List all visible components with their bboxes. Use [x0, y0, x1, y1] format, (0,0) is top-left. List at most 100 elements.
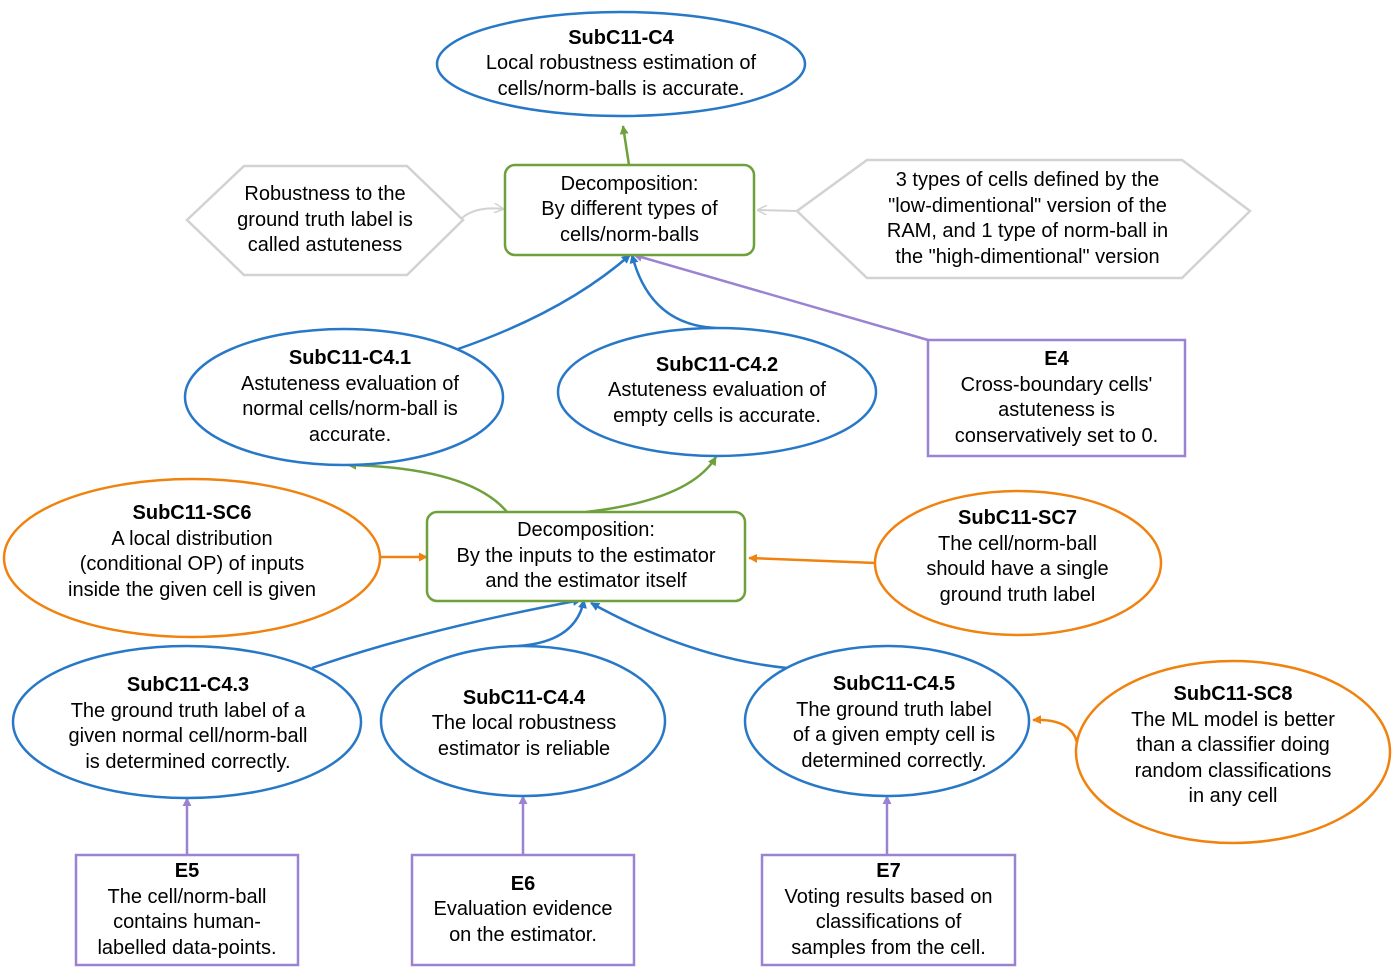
- assumption-a1-text-3: called astuteness: [247, 234, 403, 257]
- context-sc6: SubC11-SC6 A local distribution (conditi…: [20, 500, 364, 604]
- claim-c4-shape: [435, 10, 807, 118]
- assumption-a2-text-3: RAM, and 1 type of norm-ball in: [886, 220, 1169, 242]
- claim-c43-text-1: The ground truth label of a: [70, 699, 306, 722]
- claim-c41: SubC11-C4.1 Astuteness evaluation of nor…: [185, 334, 515, 460]
- edge-s1-c4: [619, 125, 631, 166]
- evidence-e7-text-2: classifications of: [815, 911, 962, 933]
- claim-c42-text-1: Astuteness evaluation of: [608, 379, 826, 402]
- context-sc8-shape: [1074, 659, 1392, 845]
- edge-c45-s2: [590, 601, 788, 670]
- assumption-a2: 3 types of cells defined by the "low-dim…: [850, 160, 1205, 278]
- assumption-a1-shape: [185, 164, 465, 277]
- claim-c45-text-1: The ground truth label: [796, 698, 992, 721]
- evidence-e7: E7 Voting results based on classificatio…: [762, 858, 1015, 962]
- evidence-e5-text-1: The cell/norm-ball: [107, 885, 267, 908]
- evidence-e7-shape: [760, 853, 1017, 967]
- context-sc6-title: SubC11-SC6: [132, 502, 252, 524]
- strategy-s2-shape: [425, 510, 747, 603]
- context-sc6-shape: [2, 477, 382, 639]
- strategy-s1-shape: [503, 163, 756, 257]
- strategy-s1: Decomposition: By different types of cel…: [505, 165, 754, 255]
- evidence-e6-text-2: on the estimator.: [449, 923, 597, 946]
- strategy-s1-text-3: cells/norm-balls: [560, 223, 699, 246]
- claim-c41-shape: [183, 327, 505, 467]
- assumption-a1-text-2: ground truth label is: [237, 208, 413, 231]
- claim-c44-text-1: The local robustness: [431, 712, 617, 735]
- claim-c41-title: SubC11-C4.1: [288, 347, 412, 369]
- evidence-e5-shape: [74, 853, 300, 967]
- claim-c45-text-2: of a given empty cell is: [792, 724, 996, 746]
- context-sc7-text-1: The cell/norm-ball: [938, 532, 1097, 555]
- edge-s2-c41: [347, 460, 508, 513]
- context-sc8-text-4: in any cell: [1188, 785, 1278, 808]
- claim-c42-text-2: empty cells is accurate.: [613, 404, 821, 427]
- claim-c43-title: SubC11-C4.3: [126, 674, 250, 696]
- claim-c41-text-1: Astuteness evaluation of: [241, 372, 459, 395]
- claim-c41-text-3: accurate.: [308, 423, 392, 446]
- edge-s2-c42: [585, 456, 718, 514]
- evidence-e5-text-2: contains human-: [113, 911, 261, 933]
- claim-c43-text-3: is determined correctly.: [85, 750, 291, 773]
- evidence-e7-text-3: samples from the cell.: [791, 936, 986, 959]
- claim-c45-title: SubC11-C4.5: [832, 673, 956, 695]
- context-sc7-text-3: ground truth label: [939, 583, 1096, 606]
- claim-c44-shape: [379, 644, 667, 798]
- edge-sc8-c45: [1032, 715, 1080, 753]
- evidence-e4-text-2: astuteness is: [998, 399, 1115, 421]
- claim-c4-title: SubC11-C4: [568, 26, 674, 49]
- strategy-s1-text-1: Decomposition:: [560, 172, 699, 195]
- edge-sc7-s2: [748, 553, 877, 565]
- claim-c4: SubC11-C4 Local robustness estimation of…: [437, 12, 805, 116]
- claim-c45: SubC11-C4.5 The ground truth label of a …: [758, 671, 1030, 775]
- context-sc7-text-2: should have a single: [926, 558, 1109, 580]
- strategy-s2-text-1: Decomposition:: [517, 519, 655, 542]
- context-sc8-text-1: The ML model is better: [1131, 708, 1335, 731]
- edge-a2-s1: [758, 210, 799, 211]
- evidence-e7-text-1: Voting results based on: [784, 885, 993, 908]
- assumption-a2-text-4: the "high-dimentional" version: [895, 245, 1160, 268]
- claim-c4-text-2: cells/norm-balls is accurate.: [497, 77, 745, 100]
- strategy-s2-text-2: By the inputs to the estimator: [456, 544, 716, 567]
- assumption-a2-text-1: 3 types of cells defined by the: [895, 169, 1160, 191]
- edge-e4-s1: [633, 252, 929, 342]
- claim-c43: SubC11-C4.3 The ground truth label of a …: [20, 672, 356, 776]
- claim-c44: SubC11-C4.4 The local robustness estimat…: [395, 684, 653, 764]
- evidence-e6-text-1: Evaluation evidence: [433, 898, 613, 921]
- claim-c44-title: SubC11-C4.4: [462, 686, 586, 709]
- context-sc6-text-2: (conditional OP) of inputs: [79, 553, 305, 575]
- evidence-e4-text-3: conservatively set to 0.: [954, 424, 1159, 447]
- assumption-a2-shape: [795, 158, 1252, 280]
- evidence-e6-shape: [410, 853, 636, 967]
- context-sc8-text-3: random classifications: [1134, 759, 1332, 782]
- context-sc7-title: SubC11-SC7: [958, 507, 1077, 529]
- claim-c4-text-1: Local robustness estimation of: [485, 52, 757, 75]
- claim-c43-shape: [11, 644, 363, 800]
- assumption-a2-text-2: "low-dimentional" version of the: [888, 194, 1167, 217]
- strategy-s2: Decomposition: By the inputs to the esti…: [427, 512, 745, 601]
- strategy-s2-text-3: and the estimator itself: [485, 570, 687, 593]
- context-sc7-shape: [873, 489, 1163, 637]
- edge-c43-s2: [311, 597, 582, 670]
- evidence-e5-title: E5: [174, 860, 200, 882]
- claim-c45-text-3: determined correctly.: [801, 749, 987, 772]
- edge-a1-s1: [461, 208, 503, 219]
- claim-c42-shape: [556, 326, 878, 458]
- assumption-a1-text-1: Robustness to the: [244, 183, 406, 206]
- claim-c41-text-2: normal cells/norm-ball is: [242, 398, 458, 420]
- evidence-e6-title: E6: [510, 872, 536, 895]
- evidence-e5-text-3: labelled data-points.: [97, 936, 277, 959]
- context-sc6-text-1: A local distribution: [111, 527, 273, 550]
- context-sc8-title: SubC11-SC8: [1173, 683, 1293, 706]
- edge-c42-s1: [629, 254, 717, 330]
- context-sc8: SubC11-SC8 The ML model is better than a…: [1095, 681, 1371, 811]
- claim-c45-shape: [743, 644, 1031, 798]
- context-sc6-text-3: inside the given cell is given: [68, 578, 316, 601]
- evidence-e4-shape: [926, 338, 1187, 458]
- strategy-s1-text-2: By different types of: [541, 198, 718, 221]
- evidence-e5: E5 The cell/norm-ball contains human- la…: [76, 858, 298, 962]
- evidence-e4: E4 Cross-boundary cells' astuteness is c…: [928, 340, 1185, 456]
- evidence-e7-title: E7: [876, 860, 901, 882]
- context-sc7: SubC11-SC7 The cell/norm-ball should hav…: [885, 505, 1150, 609]
- claim-c42: SubC11-C4.2 Astuteness evaluation of emp…: [558, 340, 876, 442]
